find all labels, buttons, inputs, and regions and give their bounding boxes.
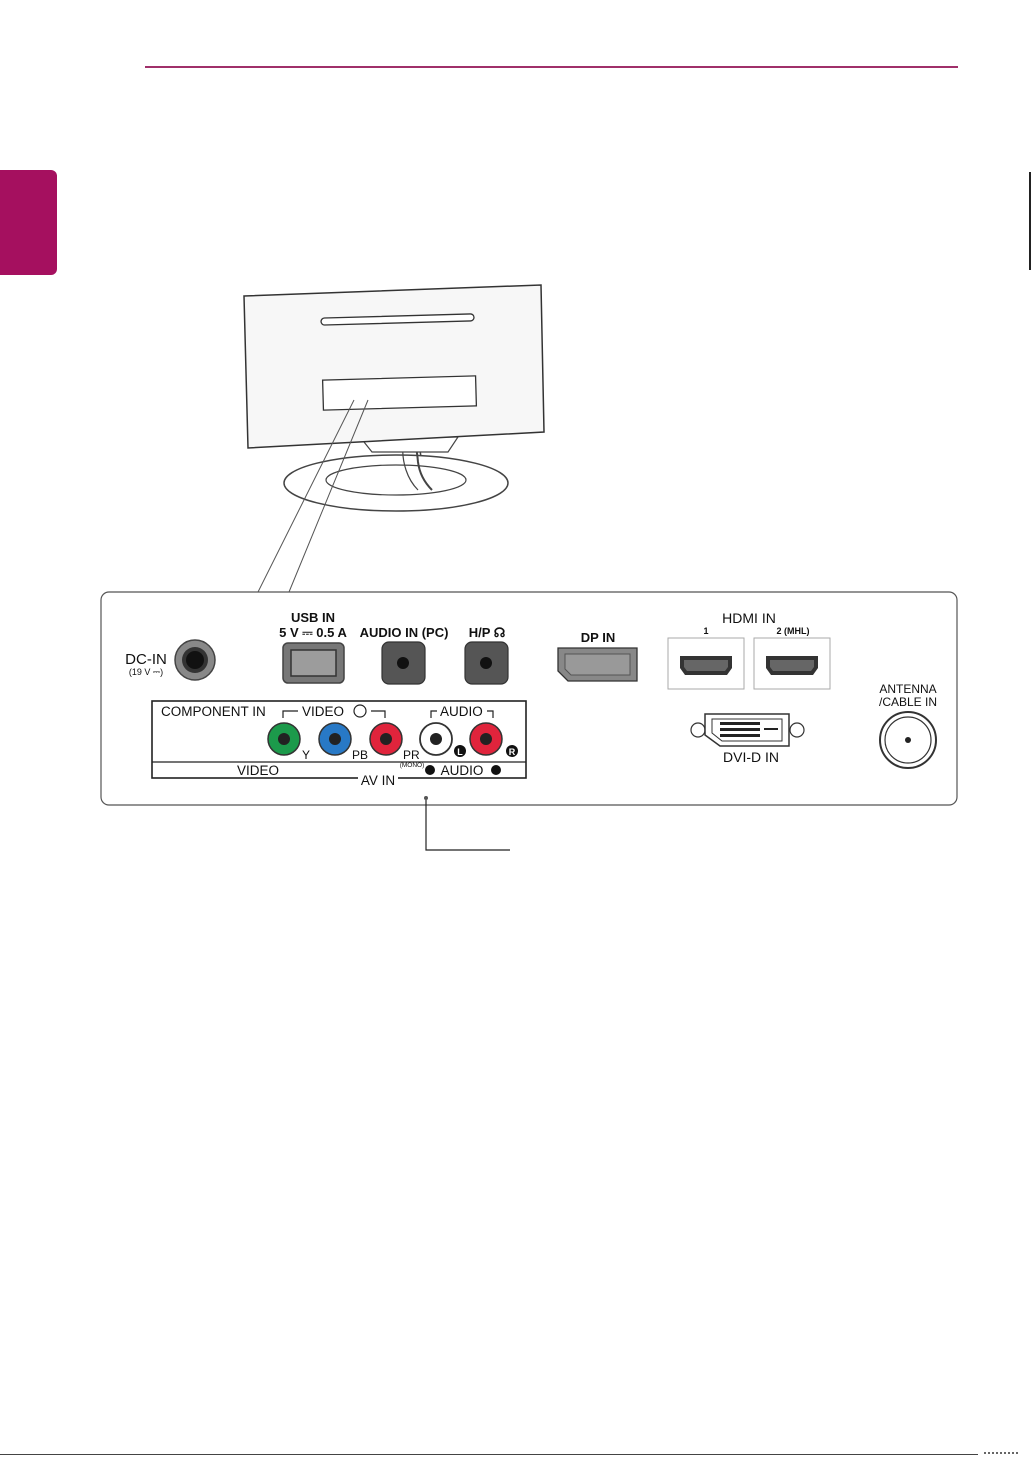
component-in-label: COMPONENT IN: [161, 704, 266, 719]
antenna-port: ANTENNA /CABLE IN: [879, 682, 937, 768]
hp-label: H/P ☊: [469, 625, 506, 640]
dp-label: DP IN: [581, 630, 615, 645]
hdmi-port1-label: 1: [703, 626, 708, 636]
y-label: Y: [302, 748, 310, 762]
leader-line: [426, 800, 510, 850]
video-bottom-label: VIDEO: [237, 763, 279, 778]
headphone-port: H/P ☊: [465, 625, 508, 684]
dc-in-label: DC-IN: [125, 651, 167, 668]
usb-label: USB IN: [291, 610, 335, 625]
hdmi-label: HDMI IN: [722, 610, 776, 626]
mono-label: (MONO): [400, 762, 425, 769]
r-label: R: [509, 747, 516, 757]
component-av-box: COMPONENT IN VIDEO AUDIO Y PB PR L R VID…: [152, 701, 526, 788]
pr-label: PR: [403, 748, 420, 762]
monitor-back: [244, 285, 544, 511]
audio-top-label: AUDIO: [440, 704, 483, 719]
av-in-label: AV IN: [361, 773, 395, 788]
audio-bottom-label: AUDIO: [441, 763, 484, 778]
antenna-label-1: ANTENNA: [879, 682, 936, 696]
antenna-label-2: /CABLE IN: [879, 695, 937, 709]
pb-label: PB: [352, 748, 368, 762]
l-label: L: [457, 747, 463, 757]
video-top-label: VIDEO: [302, 704, 344, 719]
leader-point: [424, 796, 428, 800]
usb-sub: 5 V ⎓ 0.5 A: [279, 625, 347, 640]
hdmi-port2-label: 2 (MHL): [777, 626, 810, 636]
dc-in-sub: (19 V ⎓): [129, 667, 163, 677]
dvi-label: DVI-D IN: [723, 749, 779, 765]
audio-pc-label: AUDIO IN (PC): [360, 625, 449, 640]
